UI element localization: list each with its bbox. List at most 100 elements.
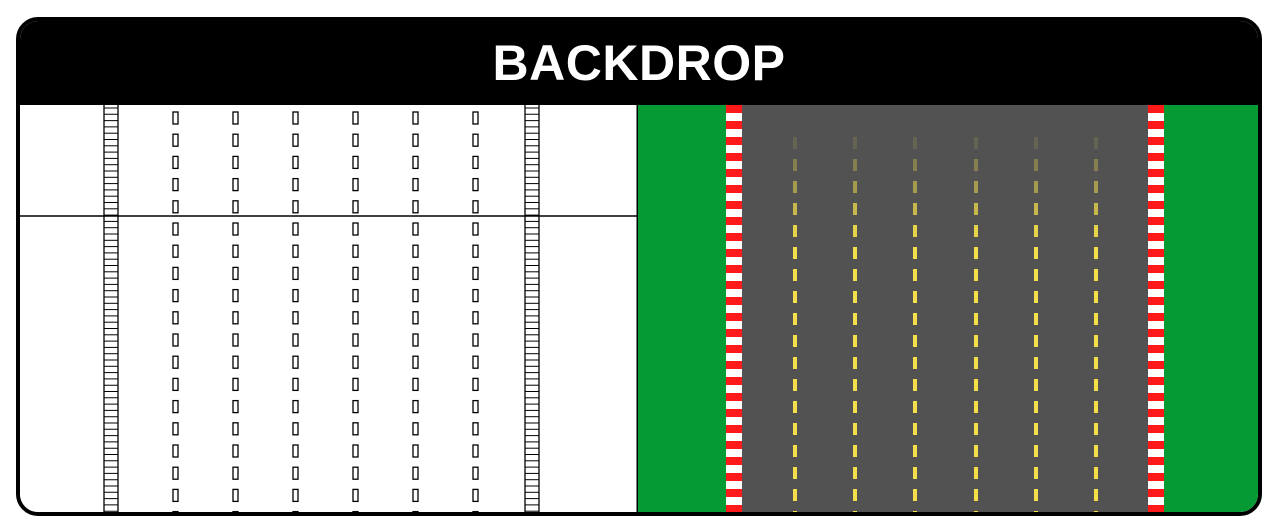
lane-dash — [853, 137, 857, 149]
curb-stripe — [726, 313, 742, 321]
wireframe-dash — [472, 266, 479, 281]
curb-stripe — [1148, 297, 1164, 305]
lane-dash — [1094, 313, 1098, 325]
wireframe-dash — [292, 244, 299, 258]
wireframe-dash — [172, 510, 179, 512]
backdrop-title: BACKDROP — [492, 35, 786, 91]
lane-dash — [913, 159, 917, 171]
curb-stripe — [1148, 441, 1164, 449]
wireframe-dash — [352, 399, 359, 414]
lane-dash — [1094, 247, 1098, 259]
lane-dash — [1094, 445, 1098, 457]
curb-stripe — [1148, 513, 1164, 516]
wireframe-dash — [412, 510, 419, 512]
wireframe-dash — [412, 200, 419, 214]
curb-stripe — [1148, 209, 1164, 217]
lane-marking — [913, 137, 917, 512]
wireframe-dash — [292, 444, 299, 458]
wireframe-dash — [232, 155, 239, 170]
lane-dash — [974, 247, 978, 259]
curb-stripe — [1148, 145, 1164, 153]
lane-dash — [853, 511, 857, 512]
wireframe-dash — [292, 466, 299, 480]
lane-dash — [1094, 401, 1098, 413]
wireframe-dash — [352, 422, 359, 436]
lane-dash — [793, 225, 797, 237]
wireframe-dash-lane — [232, 111, 239, 512]
wireframe-dash — [172, 399, 179, 414]
lane-dash — [853, 269, 857, 281]
curb-stripe — [1148, 489, 1164, 497]
curb-stripe — [1148, 233, 1164, 241]
curb-stripe — [726, 345, 742, 353]
wireframe-dash — [412, 399, 419, 414]
wireframe-dash — [292, 155, 299, 170]
lane-dash — [974, 335, 978, 347]
curb-stripe — [1148, 497, 1164, 505]
lane-dash — [1094, 489, 1098, 501]
curb-stripe — [1148, 305, 1164, 313]
lane-marking — [793, 137, 797, 512]
curb-stripe — [726, 129, 742, 137]
lane-dash — [1094, 467, 1098, 479]
wireframe-dash — [232, 377, 239, 392]
curb-stripe — [1148, 481, 1164, 489]
wireframe-ladder — [103, 105, 119, 512]
curb-stripe — [726, 417, 742, 425]
wireframe-dash — [232, 444, 239, 458]
curb-stripe — [726, 329, 742, 337]
curb-stripe — [726, 409, 742, 417]
wireframe-dash — [472, 155, 479, 170]
lane-dash — [793, 313, 797, 325]
wireframe-dash — [292, 111, 299, 125]
wireframe-dash — [352, 177, 359, 192]
curb-stripe — [1148, 425, 1164, 433]
lane-dash — [1094, 159, 1098, 171]
lane-dash — [793, 357, 797, 369]
wireframe-dash — [172, 355, 179, 369]
wireframe-dash — [292, 266, 299, 281]
backdrop-stage — [20, 105, 1258, 516]
curb-stripe — [726, 217, 742, 225]
wireframe-dash — [352, 355, 359, 369]
lane-dash — [1034, 269, 1038, 281]
curb-stripe — [1148, 321, 1164, 329]
curb-stripe — [1148, 153, 1164, 161]
lane-dash — [1094, 335, 1098, 347]
wireframe-track-panel — [20, 105, 639, 512]
wireframe-dash — [472, 111, 479, 125]
lane-dash — [793, 269, 797, 281]
asphalt-road — [742, 105, 1164, 512]
lane-dash — [793, 159, 797, 171]
curb-stripe — [726, 497, 742, 505]
lane-dash — [1034, 291, 1038, 303]
lane-dash — [913, 203, 917, 215]
wireframe-dash — [172, 222, 179, 236]
curb-stripe — [726, 105, 742, 113]
curb-stripe — [726, 249, 742, 257]
wireframe-dash-lane — [292, 111, 299, 512]
curb-stripe — [726, 153, 742, 161]
curb-stripe — [726, 353, 742, 361]
curb-stripe — [726, 513, 742, 516]
curb-left — [726, 105, 742, 516]
wireframe-dash — [232, 222, 239, 236]
curb-stripe — [1148, 377, 1164, 385]
wireframe-dash — [412, 133, 419, 147]
lane-dash — [853, 379, 857, 391]
lane-dash — [793, 379, 797, 391]
lane-dash — [1034, 335, 1038, 347]
wireframe-dash — [232, 288, 239, 303]
wireframe-dash — [412, 333, 419, 347]
curb-stripe — [726, 433, 742, 441]
curb-stripe — [726, 401, 742, 409]
wireframe-dash — [472, 377, 479, 392]
wireframe-dash — [172, 177, 179, 192]
lane-dash — [1034, 225, 1038, 237]
curb-stripe — [1148, 129, 1164, 137]
wireframe-dash — [412, 266, 419, 281]
wireframe-dash — [172, 133, 179, 147]
lane-dash — [974, 181, 978, 193]
curb-stripe — [1148, 409, 1164, 417]
curb-stripe — [726, 265, 742, 273]
